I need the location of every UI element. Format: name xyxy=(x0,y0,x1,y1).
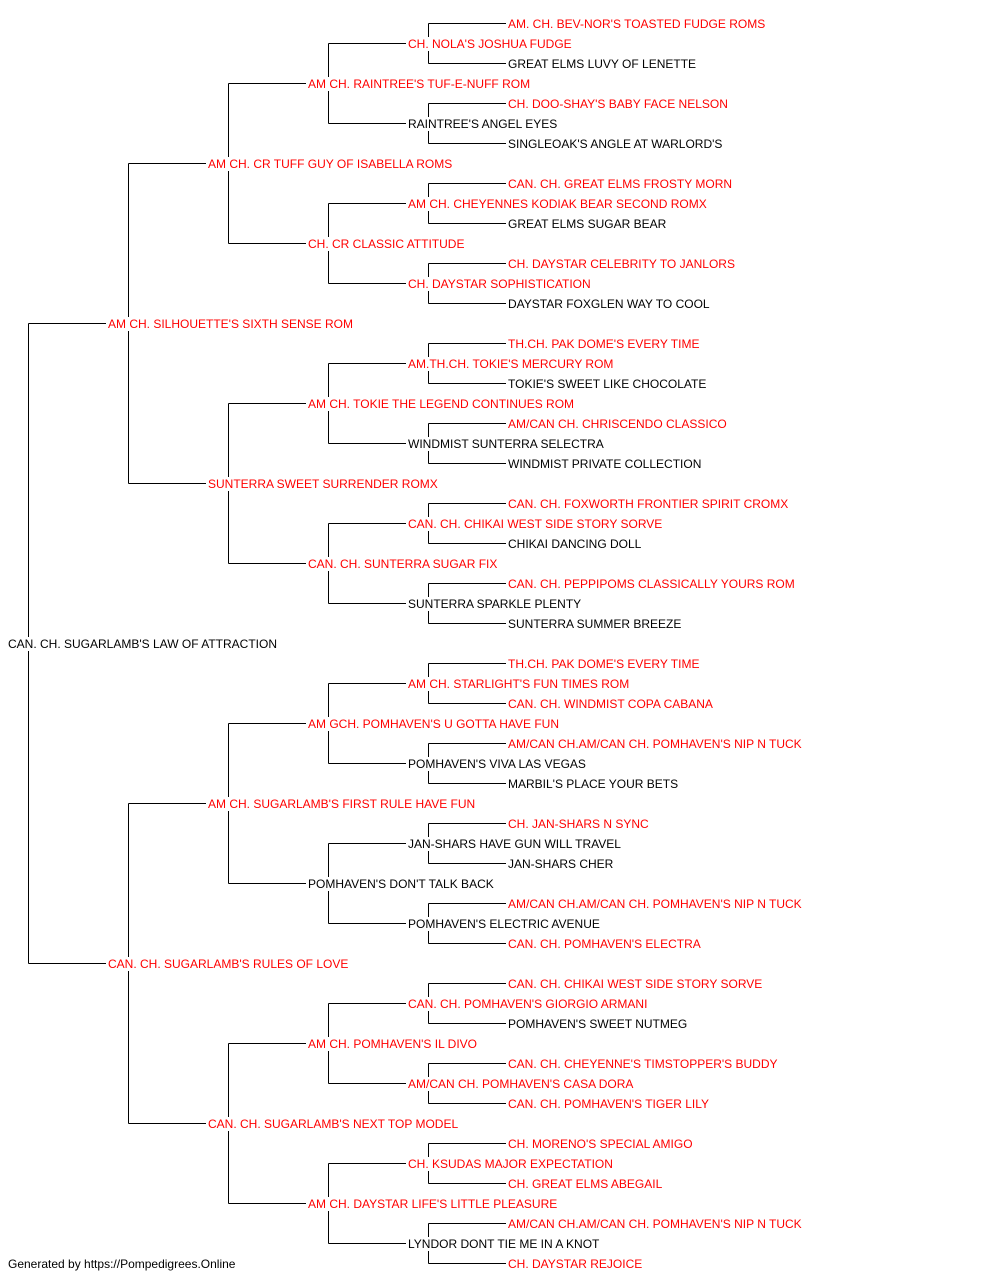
pedigree-node-gen5-dam: CAN. CH. WINDMIST COPA CABANA xyxy=(507,696,714,711)
pedigree-node-gen5-dam: DAYSTAR FOXGLEN WAY TO COOL xyxy=(507,296,711,311)
pedigree-node-gen5-dam: CHIKAI DANCING DOLL xyxy=(507,536,643,551)
pedigree-node-gen2-dam: SUNTERRA SWEET SURRENDER ROMX xyxy=(207,476,439,491)
pedigree-node-gen5-sire: AM. CH. BEV-NOR'S TOASTED FUDGE ROMS xyxy=(507,16,767,31)
pedigree-node-gen4-dam: POMHAVEN'S ELECTRIC AVENUE xyxy=(407,916,601,931)
pedigree-node-gen0-subject: CAN. CH. SUGARLAMB'S LAW OF ATTRACTION xyxy=(7,636,278,651)
pedigree-node-gen5-sire: CAN. CH. GREAT ELMS FROSTY MORN xyxy=(507,176,734,191)
pedigree-node-gen5-sire: CH. MORENO'S SPECIAL AMIGO xyxy=(507,1136,694,1151)
pedigree-node-gen1-dam: CAN. CH. SUGARLAMB'S RULES OF LOVE xyxy=(107,956,350,971)
pedigree-node-gen4-dam: SUNTERRA SPARKLE PLENTY xyxy=(407,596,583,611)
pedigree-node-gen5-dam: POMHAVEN'S SWEET NUTMEG xyxy=(507,1016,689,1031)
pedigree-node-gen4-sire: CH. NOLA'S JOSHUA FUDGE xyxy=(407,36,573,51)
pedigree-node-gen1-sire: AM CH. SILHOUETTE'S SIXTH SENSE ROM xyxy=(107,316,354,331)
pedigree-node-gen5-sire: AM/CAN CH.AM/CAN CH. POMHAVEN'S NIP N TU… xyxy=(507,736,803,751)
pedigree-node-gen2-dam: CAN. CH. SUGARLAMB'S NEXT TOP MODEL xyxy=(207,1116,460,1131)
pedigree-node-gen5-dam: WINDMIST PRIVATE COLLECTION xyxy=(507,456,703,471)
pedigree-node-gen4-sire: CAN. CH. POMHAVEN'S GIORGIO ARMANI xyxy=(407,996,649,1011)
pedigree-node-gen4-sire: CAN. CH. CHIKAI WEST SIDE STORY SORVE xyxy=(407,516,664,531)
pedigree-node-gen5-sire: CH. DOO-SHAY'S BABY FACE NELSON xyxy=(507,96,729,111)
pedigree-node-gen5-dam: CAN. CH. POMHAVEN'S TIGER LILY xyxy=(507,1096,710,1111)
pedigree-node-gen5-dam: SINGLEOAK'S ANGLE AT WARLORD'S xyxy=(507,136,724,151)
pedigree-node-gen5-dam: MARBIL'S PLACE YOUR BETS xyxy=(507,776,680,791)
pedigree-node-gen4-sire: CH. KSUDAS MAJOR EXPECTATION xyxy=(407,1156,614,1171)
pedigree-node-gen2-sire: AM CH. SUGARLAMB'S FIRST RULE HAVE FUN xyxy=(207,796,477,811)
pedigree-node-gen3-sire: AM CH. POMHAVEN'S IL DIVO xyxy=(307,1036,478,1051)
pedigree-node-gen4-sire: AM CH. STARLIGHT'S FUN TIMES ROM xyxy=(407,676,631,691)
pedigree-node-gen4-sire: JAN-SHARS HAVE GUN WILL TRAVEL xyxy=(407,836,622,851)
pedigree-node-gen5-sire: AM/CAN CH. CHRISCENDO CLASSICO xyxy=(507,416,728,431)
pedigree-node-gen5-sire: TH.CH. PAK DOME'S EVERY TIME xyxy=(507,336,701,351)
pedigree-node-gen5-sire: CH. JAN-SHARS N SYNC xyxy=(507,816,650,831)
pedigree-node-gen4-sire: AM.TH.CH. TOKIE'S MERCURY ROM xyxy=(407,356,615,371)
pedigree-node-gen4-dam: LYNDOR DONT TIE ME IN A KNOT xyxy=(407,1236,601,1251)
pedigree-node-gen5-sire: AM/CAN CH.AM/CAN CH. POMHAVEN'S NIP N TU… xyxy=(507,896,803,911)
pedigree-node-gen5-sire: CAN. CH. CHIKAI WEST SIDE STORY SORVE xyxy=(507,976,764,991)
pedigree-node-gen3-sire: AM CH. TOKIE THE LEGEND CONTINUES ROM xyxy=(307,396,576,411)
pedigree-node-gen5-dam: JAN-SHARS CHER xyxy=(507,856,615,871)
pedigree-node-gen5-dam: CH. GREAT ELMS ABEGAIL xyxy=(507,1176,664,1191)
pedigree-node-gen5-dam: CAN. CH. POMHAVEN'S ELECTRA xyxy=(507,936,702,951)
pedigree-node-gen5-dam: CH. DAYSTAR REJOICE xyxy=(507,1256,644,1271)
pedigree-node-gen3-dam: AM CH. DAYSTAR LIFE'S LITTLE PLEASURE xyxy=(307,1196,559,1211)
pedigree-node-gen5-sire: CH. DAYSTAR CELEBRITY TO JANLORS xyxy=(507,256,736,271)
pedigree-node-gen5-sire: CAN. CH. FOXWORTH FRONTIER SPIRIT CROMX xyxy=(507,496,790,511)
pedigree-node-gen3-dam: CH. CR CLASSIC ATTITUDE xyxy=(307,236,466,251)
pedigree-node-gen4-sire: AM CH. CHEYENNES KODIAK BEAR SECOND ROMX xyxy=(407,196,708,211)
pedigree-node-gen3-dam: POMHAVEN'S DON'T TALK BACK xyxy=(307,876,495,891)
pedigree-node-gen4-dam: WINDMIST SUNTERRA SELECTRA xyxy=(407,436,605,451)
pedigree-node-gen4-dam: AM/CAN CH. POMHAVEN'S CASA DORA xyxy=(407,1076,635,1091)
pedigree-node-gen4-dam: CH. DAYSTAR SOPHISTICATION xyxy=(407,276,592,291)
pedigree-node-gen5-sire: TH.CH. PAK DOME'S EVERY TIME xyxy=(507,656,701,671)
generated-by-footer: Generated by https://Pompedigrees.Online xyxy=(8,1257,236,1271)
pedigree-node-gen5-dam: SUNTERRA SUMMER BREEZE xyxy=(507,616,683,631)
pedigree-node-gen3-dam: CAN. CH. SUNTERRA SUGAR FIX xyxy=(307,556,499,571)
pedigree-node-gen5-dam: TOKIE'S SWEET LIKE CHOCOLATE xyxy=(507,376,708,391)
pedigree-node-gen3-sire: AM CH. RAINTREE'S TUF-E-NUFF ROM xyxy=(307,76,532,91)
pedigree-node-gen4-dam: RAINTREE'S ANGEL EYES xyxy=(407,116,559,131)
pedigree-node-gen5-sire: CAN. CH. PEPPIPOMS CLASSICALLY YOURS ROM xyxy=(507,576,796,591)
pedigree-node-gen5-sire: AM/CAN CH.AM/CAN CH. POMHAVEN'S NIP N TU… xyxy=(507,1216,803,1231)
pedigree-node-gen5-sire: CAN. CH. CHEYENNE'S TIMSTOPPER'S BUDDY xyxy=(507,1056,779,1071)
pedigree-node-gen4-dam: POMHAVEN'S VIVA LAS VEGAS xyxy=(407,756,587,771)
pedigree-node-gen3-sire: AM GCH. POMHAVEN'S U GOTTA HAVE FUN xyxy=(307,716,560,731)
pedigree-node-gen5-dam: GREAT ELMS LUVY OF LENETTE xyxy=(507,56,698,71)
pedigree-node-gen5-dam: GREAT ELMS SUGAR BEAR xyxy=(507,216,668,231)
pedigree-node-gen2-sire: AM CH. CR TUFF GUY OF ISABELLA ROMS xyxy=(207,156,454,171)
